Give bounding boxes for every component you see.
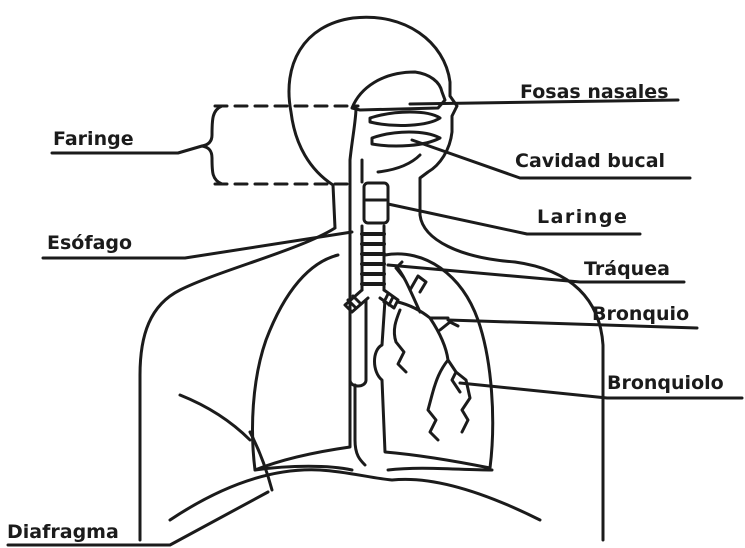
right-bronchus-ring-1 bbox=[384, 294, 388, 302]
mouth-upper bbox=[370, 112, 440, 125]
hard-palate bbox=[350, 108, 356, 170]
label-cavidad-bucal: Cavidad bucal bbox=[515, 150, 665, 172]
pharynx-bracket bbox=[202, 106, 222, 184]
trachea-rings bbox=[362, 234, 384, 284]
midline bbox=[355, 385, 365, 465]
label-bronquio: Bronquio bbox=[592, 303, 689, 325]
label-traquea: Tráquea bbox=[584, 258, 670, 280]
diaphragm-inner bbox=[255, 466, 492, 470]
label-laringe: Laringe bbox=[537, 206, 628, 228]
left-bronchus-ring-2 bbox=[353, 296, 361, 304]
label-diafragma: Diafragma bbox=[7, 521, 119, 543]
mouth-lower bbox=[372, 132, 440, 146]
bronchial-tree-main bbox=[396, 262, 470, 440]
right-bronchus-ring-2 bbox=[389, 297, 393, 305]
chin-inner bbox=[378, 155, 420, 172]
bronchial-tree-lower bbox=[394, 310, 406, 372]
left-lung-outline bbox=[253, 255, 350, 470]
diaphragm-curve bbox=[170, 470, 540, 520]
label-fosas-nasales: Fosas nasales bbox=[520, 81, 669, 103]
label-faringe: Faringe bbox=[53, 128, 134, 150]
label-esofago: Esófago bbox=[47, 232, 132, 254]
label-bronquiolo: Bronquiolo bbox=[607, 372, 724, 394]
larynx-shape bbox=[364, 183, 388, 223]
pharynx-tube bbox=[350, 160, 362, 230]
lower-left-contour bbox=[180, 395, 250, 440]
